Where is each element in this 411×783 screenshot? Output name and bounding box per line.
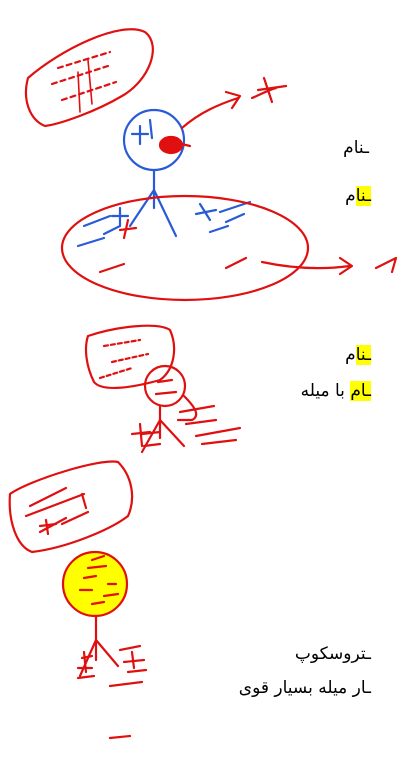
label-6: ـار میله بسیار قوی [238,678,371,698]
label-4-rest: با میله [300,381,351,401]
label-3: ـنام [345,345,371,365]
charged-card-3 [8,460,134,554]
head-2 [143,364,187,408]
red-spot [158,135,184,155]
figure-1 [24,28,398,302]
label-3-rest: م [345,345,356,365]
label-3-highlight: ـنا [355,345,371,365]
figure-3 [8,460,148,740]
charged-card-2 [84,324,176,390]
label-4: ـام با میله [300,381,371,401]
label-2-highlight: ـنا [355,186,371,206]
charged-card-1 [24,28,154,128]
label-5: ـتروسکوپ [294,644,371,664]
highlight-disc [63,552,127,616]
label-2-rest: م [345,186,356,206]
figure-2 [84,324,242,454]
label-1: ـنام [343,138,369,158]
arrow-2 [260,256,354,276]
label-2: ـنام [345,186,371,206]
label-4-highlight: ـام [350,381,371,401]
charge-cloud-1 [60,194,310,302]
arrow-1 [180,90,242,130]
